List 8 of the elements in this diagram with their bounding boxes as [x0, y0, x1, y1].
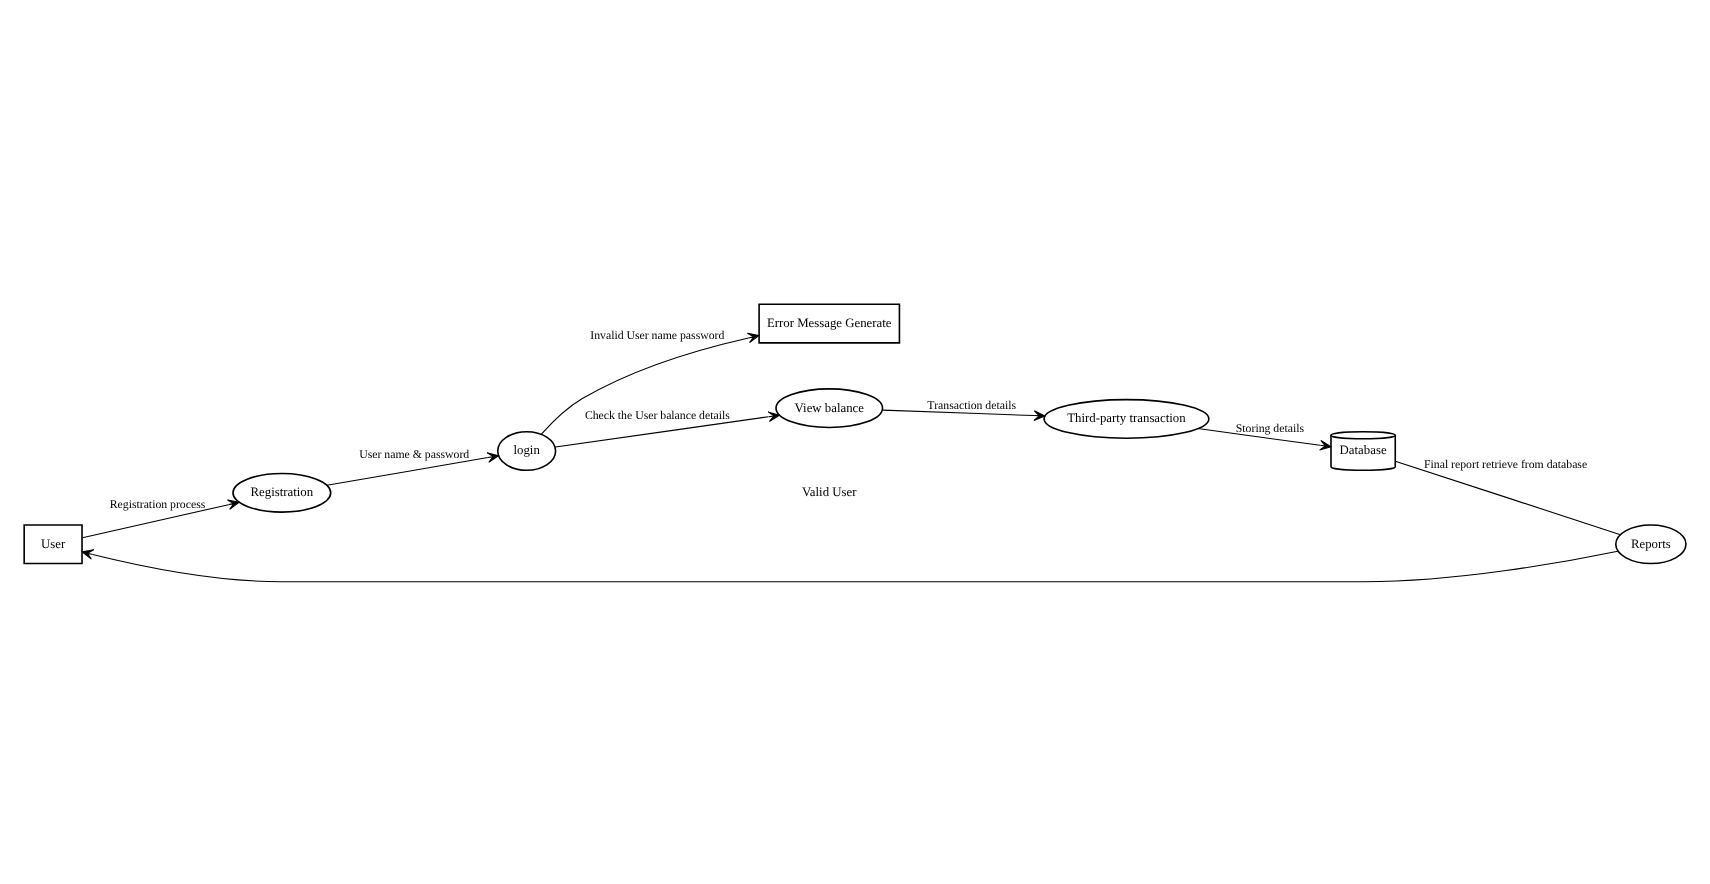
connector	[1394, 459, 1621, 535]
arrow	[326, 451, 500, 485]
arrow	[81, 498, 240, 538]
arrow	[882, 408, 1046, 420]
arrow	[81, 548, 1619, 582]
arrow	[554, 410, 780, 447]
arrow	[1197, 427, 1332, 450]
arrow	[540, 331, 760, 434]
